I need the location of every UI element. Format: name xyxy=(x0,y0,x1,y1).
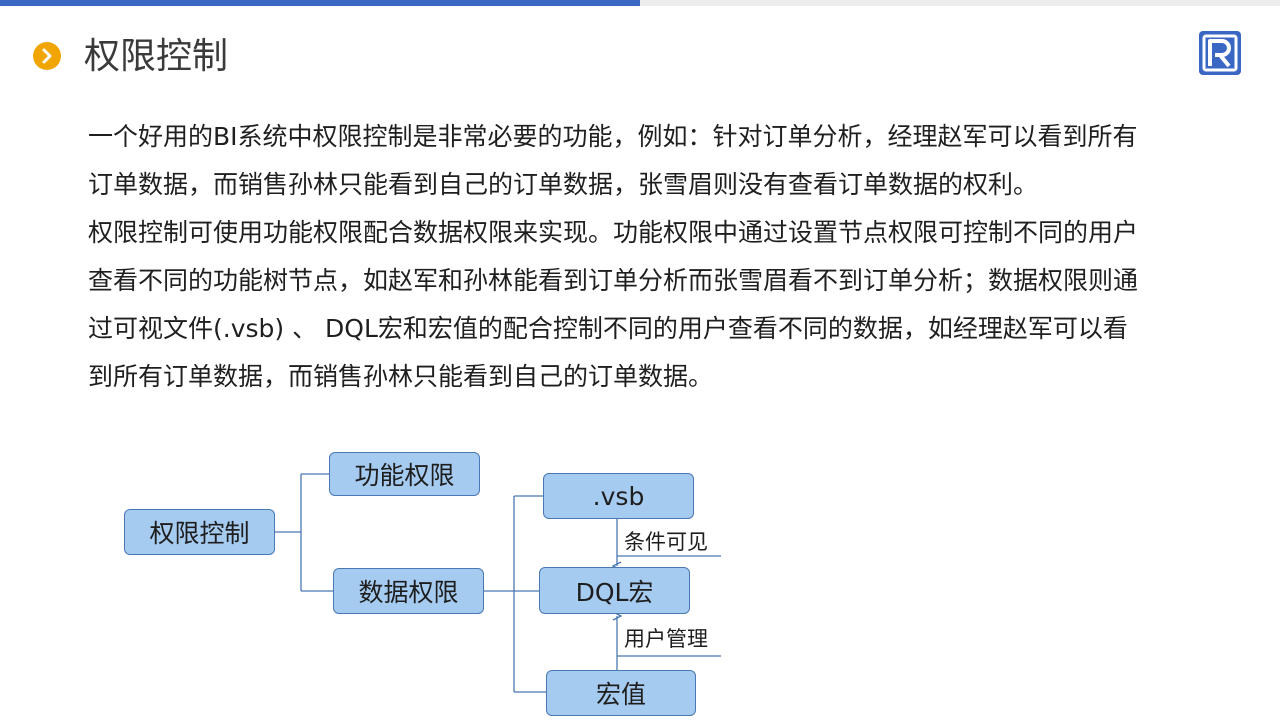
body-paragraph-2: 权限控制可使用功能权限配合数据权限来实现。功能权限中通过设置节点权限可控制不同的… xyxy=(88,218,1139,391)
top-progress-bar xyxy=(0,0,1280,6)
slide-title: 权限控制 xyxy=(84,36,229,77)
edge-label-value-to-dql: 用户管理 xyxy=(624,627,708,651)
body-paragraph-1: 一个好用的BI系统中权限控制是非常必要的功能，例如：针对订单分析，经理赵军可以看… xyxy=(88,122,1138,199)
node-dql-macro: DQL宏 xyxy=(539,567,690,614)
top-progress-fill xyxy=(0,0,640,6)
node-root: 权限控制 xyxy=(124,509,275,555)
node-data-permission: 数据权限 xyxy=(333,568,484,614)
r-logo-icon xyxy=(1198,30,1242,76)
node-function-permission: 功能权限 xyxy=(329,452,480,496)
body-text: 一个好用的BI系统中权限控制是非常必要的功能，例如：针对订单分析，经理赵军可以看… xyxy=(88,113,1148,401)
node-vsb: .vsb xyxy=(543,473,694,519)
node-macro-value: 宏值 xyxy=(546,670,696,716)
edge-label-vsb-to-dql: 条件可见 xyxy=(624,530,708,554)
chevron-right-icon xyxy=(33,42,61,70)
